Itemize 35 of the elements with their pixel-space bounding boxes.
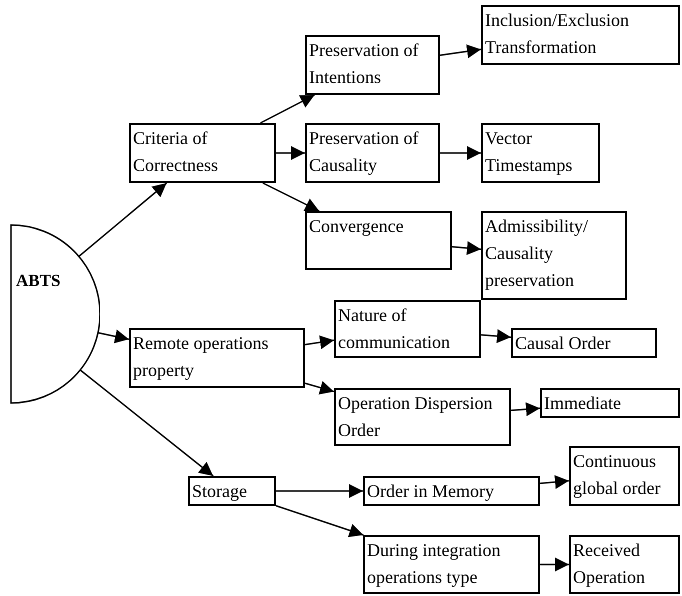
text-box: Remote operations property [129, 328, 305, 388]
arrow [440, 44, 482, 58]
arrow [276, 146, 305, 160]
text-box: Received Operation [569, 535, 680, 594]
arrow [80, 370, 214, 477]
text-box: Immediate [540, 388, 680, 418]
arrow [540, 475, 570, 489]
arrow [276, 505, 364, 538]
text-box: Criteria of Correctness [129, 123, 276, 183]
text-box: Convergence [305, 211, 452, 270]
text-box: Admissibility/ Causality preservation [481, 211, 627, 300]
arrow [440, 146, 481, 160]
text-box: Operation Dispersion Order [334, 388, 511, 446]
node-label: ABTS [16, 270, 60, 292]
arrow [276, 484, 363, 498]
text-box: Vector Timestamps [481, 123, 600, 183]
text-box: Preservation of Causality [305, 123, 440, 183]
arrow [304, 335, 334, 350]
arrow [452, 241, 482, 256]
arrow [304, 381, 334, 394]
text-box: During integration operations type [363, 535, 540, 594]
text-box: Nature of communication [334, 300, 481, 358]
text-box: Continuous global order [569, 446, 680, 506]
text-box: Storage [188, 476, 276, 506]
arrow [262, 182, 320, 212]
arrow [78, 182, 168, 257]
text-box: Order in Memory [363, 476, 540, 506]
text-box: Causal Order [511, 328, 657, 358]
text-box: Inclusion/Exclusion Transformation [481, 5, 680, 65]
text-box: Preservation of Intentions [305, 35, 440, 95]
arrow [98, 330, 130, 344]
arrow [510, 402, 540, 416]
arrow [480, 329, 512, 344]
arrow [540, 558, 569, 572]
arrow [260, 94, 315, 124]
